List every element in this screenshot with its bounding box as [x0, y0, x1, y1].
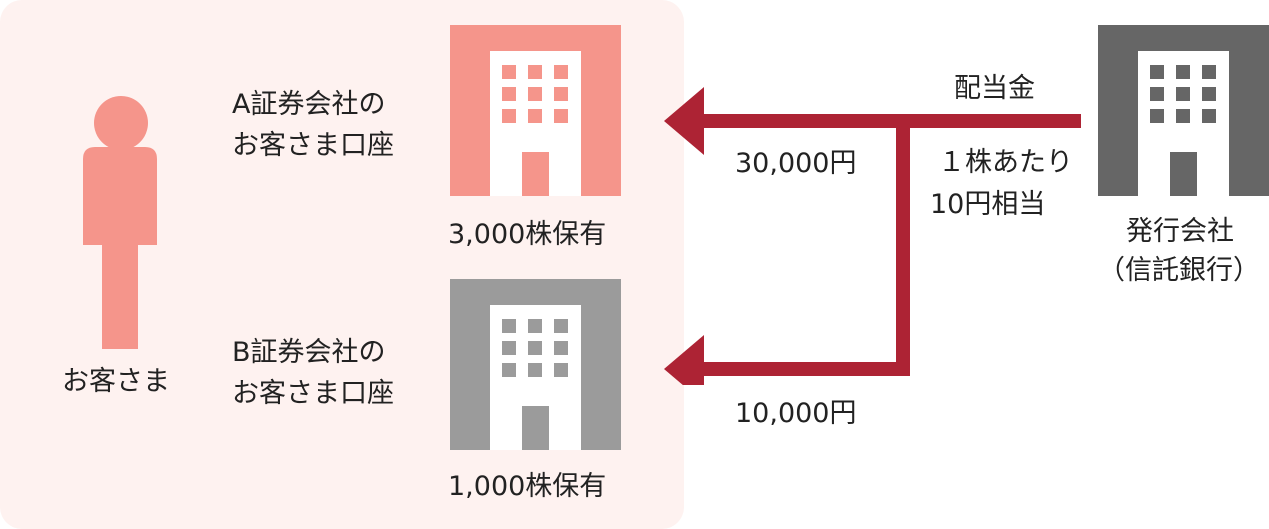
account-a-holding: 3,000株保有 [448, 219, 607, 250]
person-icon [83, 96, 157, 349]
account-b-holding: 1,000株保有 [448, 471, 607, 502]
dividend-amount-a: 30,000円 [735, 148, 857, 179]
building-icon [450, 279, 621, 450]
account-a-name-line2: お客さま口座 [232, 130, 394, 161]
dividend-rate-line2: 10円相当 [930, 189, 1046, 220]
account-b-name-line1: B証券会社の [232, 337, 386, 368]
issuer-name-line1: 発行会社 [1126, 216, 1234, 247]
account-b-name-line2: お客さま口座 [232, 378, 394, 409]
customer-label: お客さま [62, 366, 170, 397]
dividend-arrows [664, 87, 1081, 385]
issuer-name-line2: （信託銀行） [1098, 255, 1260, 286]
dividend-amount-b: 10,000円 [735, 398, 857, 429]
account-a-name-line1: A証券会社の [232, 89, 386, 120]
building-icon [1098, 25, 1269, 196]
dividend-label: 配当金 [954, 73, 1035, 104]
building-icon [450, 25, 621, 196]
dividend-rate-line1: １株あたり [938, 147, 1073, 178]
